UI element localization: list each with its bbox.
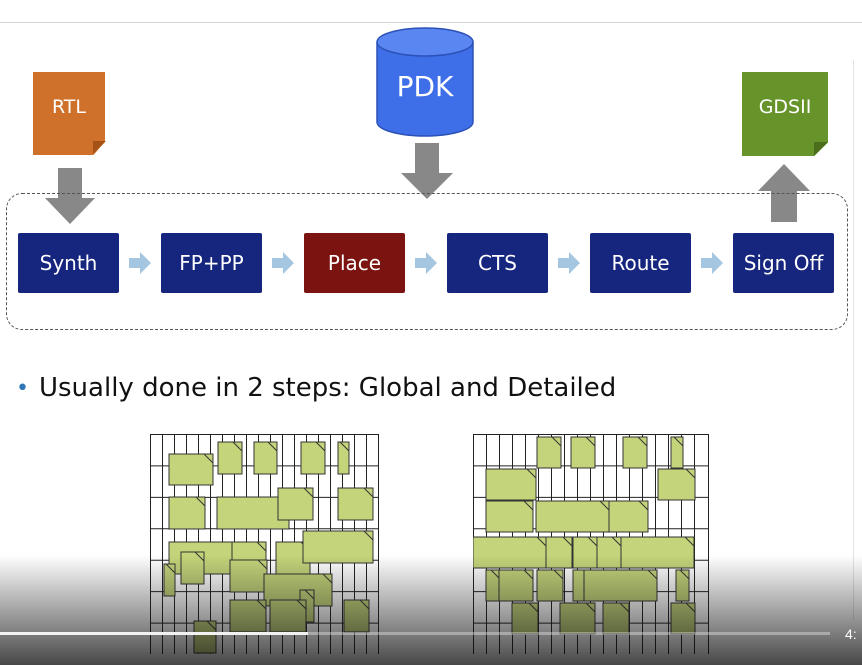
cell-corner-mark <box>585 436 596 447</box>
placement-cell <box>608 500 649 533</box>
video-progress-fill <box>0 632 308 635</box>
cell-corner-mark <box>684 536 695 547</box>
cell-corner-mark <box>536 536 547 547</box>
video-progress-track[interactable] <box>0 632 830 635</box>
cell-corner-mark <box>363 487 374 498</box>
placement-cell <box>337 487 374 521</box>
cell-corner-mark <box>638 500 649 511</box>
step-synth: Synth <box>18 233 119 293</box>
placement-cell <box>622 436 648 469</box>
gdsii-label: GDSII <box>758 96 812 118</box>
bullet-item: • Usually done in 2 steps: Global and De… <box>16 368 616 408</box>
cell-corner-mark <box>363 530 374 541</box>
placement-cell <box>168 496 206 530</box>
rtl-label: RTL <box>51 95 86 118</box>
cell-corner-mark <box>685 468 696 479</box>
gdsii-document: GDSII <box>742 72 828 156</box>
placement-cell <box>253 441 278 475</box>
placement-cell <box>337 441 350 475</box>
step-fp-pp: FP+PP <box>161 233 262 293</box>
placement-cell <box>485 468 537 501</box>
pdk-down-arrow-icon <box>401 143 453 199</box>
step-place: Place <box>304 233 405 293</box>
flow-arrow-icon <box>129 252 151 274</box>
placement-cell <box>168 453 214 486</box>
step-cts: CTS <box>447 233 548 293</box>
cell-corner-mark <box>315 441 326 452</box>
flow-arrow-icon <box>558 252 580 274</box>
flow-arrow-icon <box>701 252 723 274</box>
rtl-document: RTL <box>33 72 105 155</box>
rtl-down-arrow-icon <box>45 168 95 224</box>
video-controls-overlay <box>0 555 862 665</box>
placement-cell <box>277 487 314 521</box>
flow-container <box>6 193 848 330</box>
video-time-label: 4: <box>845 626 857 642</box>
cell-corner-mark <box>203 453 214 464</box>
placement-cell <box>485 500 534 533</box>
gdsii-fold-icon <box>814 142 828 156</box>
rtl-fold-icon <box>93 141 106 154</box>
bullet-dot-icon: • <box>16 375 29 401</box>
cell-corner-mark <box>523 500 534 511</box>
flow-arrow-icon <box>272 252 294 274</box>
cell-corner-mark <box>587 536 598 547</box>
slide-right-border <box>853 60 854 620</box>
placement-cell <box>535 500 610 533</box>
cell-corner-mark <box>611 536 622 547</box>
cell-corner-mark <box>303 487 314 498</box>
placement-cell <box>216 496 290 530</box>
slide-top-border <box>0 22 862 23</box>
flow-arrow-icon <box>415 252 437 274</box>
pdk-label: PDK <box>396 70 454 103</box>
step-sign-off: Sign Off <box>733 233 834 293</box>
cell-corner-mark <box>256 541 267 552</box>
placement-cell <box>570 436 596 469</box>
cell-corner-mark <box>232 441 243 452</box>
cell-corner-mark <box>599 500 610 511</box>
placement-cell <box>670 436 684 469</box>
cell-corner-mark <box>562 536 573 547</box>
cell-corner-mark <box>195 496 206 507</box>
cell-corner-mark <box>637 436 648 447</box>
bullet-text: Usually done in 2 steps: Global and Deta… <box>38 373 617 403</box>
cell-corner-mark <box>526 468 537 479</box>
cell-corner-mark <box>267 441 278 452</box>
step-route: Route <box>590 233 691 293</box>
pdk-database-icon <box>376 27 474 137</box>
cell-corner-mark <box>551 436 562 447</box>
placement-cell <box>536 436 562 469</box>
placement-cell <box>657 468 696 501</box>
cell-corner-mark <box>339 441 350 452</box>
cell-corner-mark <box>673 436 684 447</box>
